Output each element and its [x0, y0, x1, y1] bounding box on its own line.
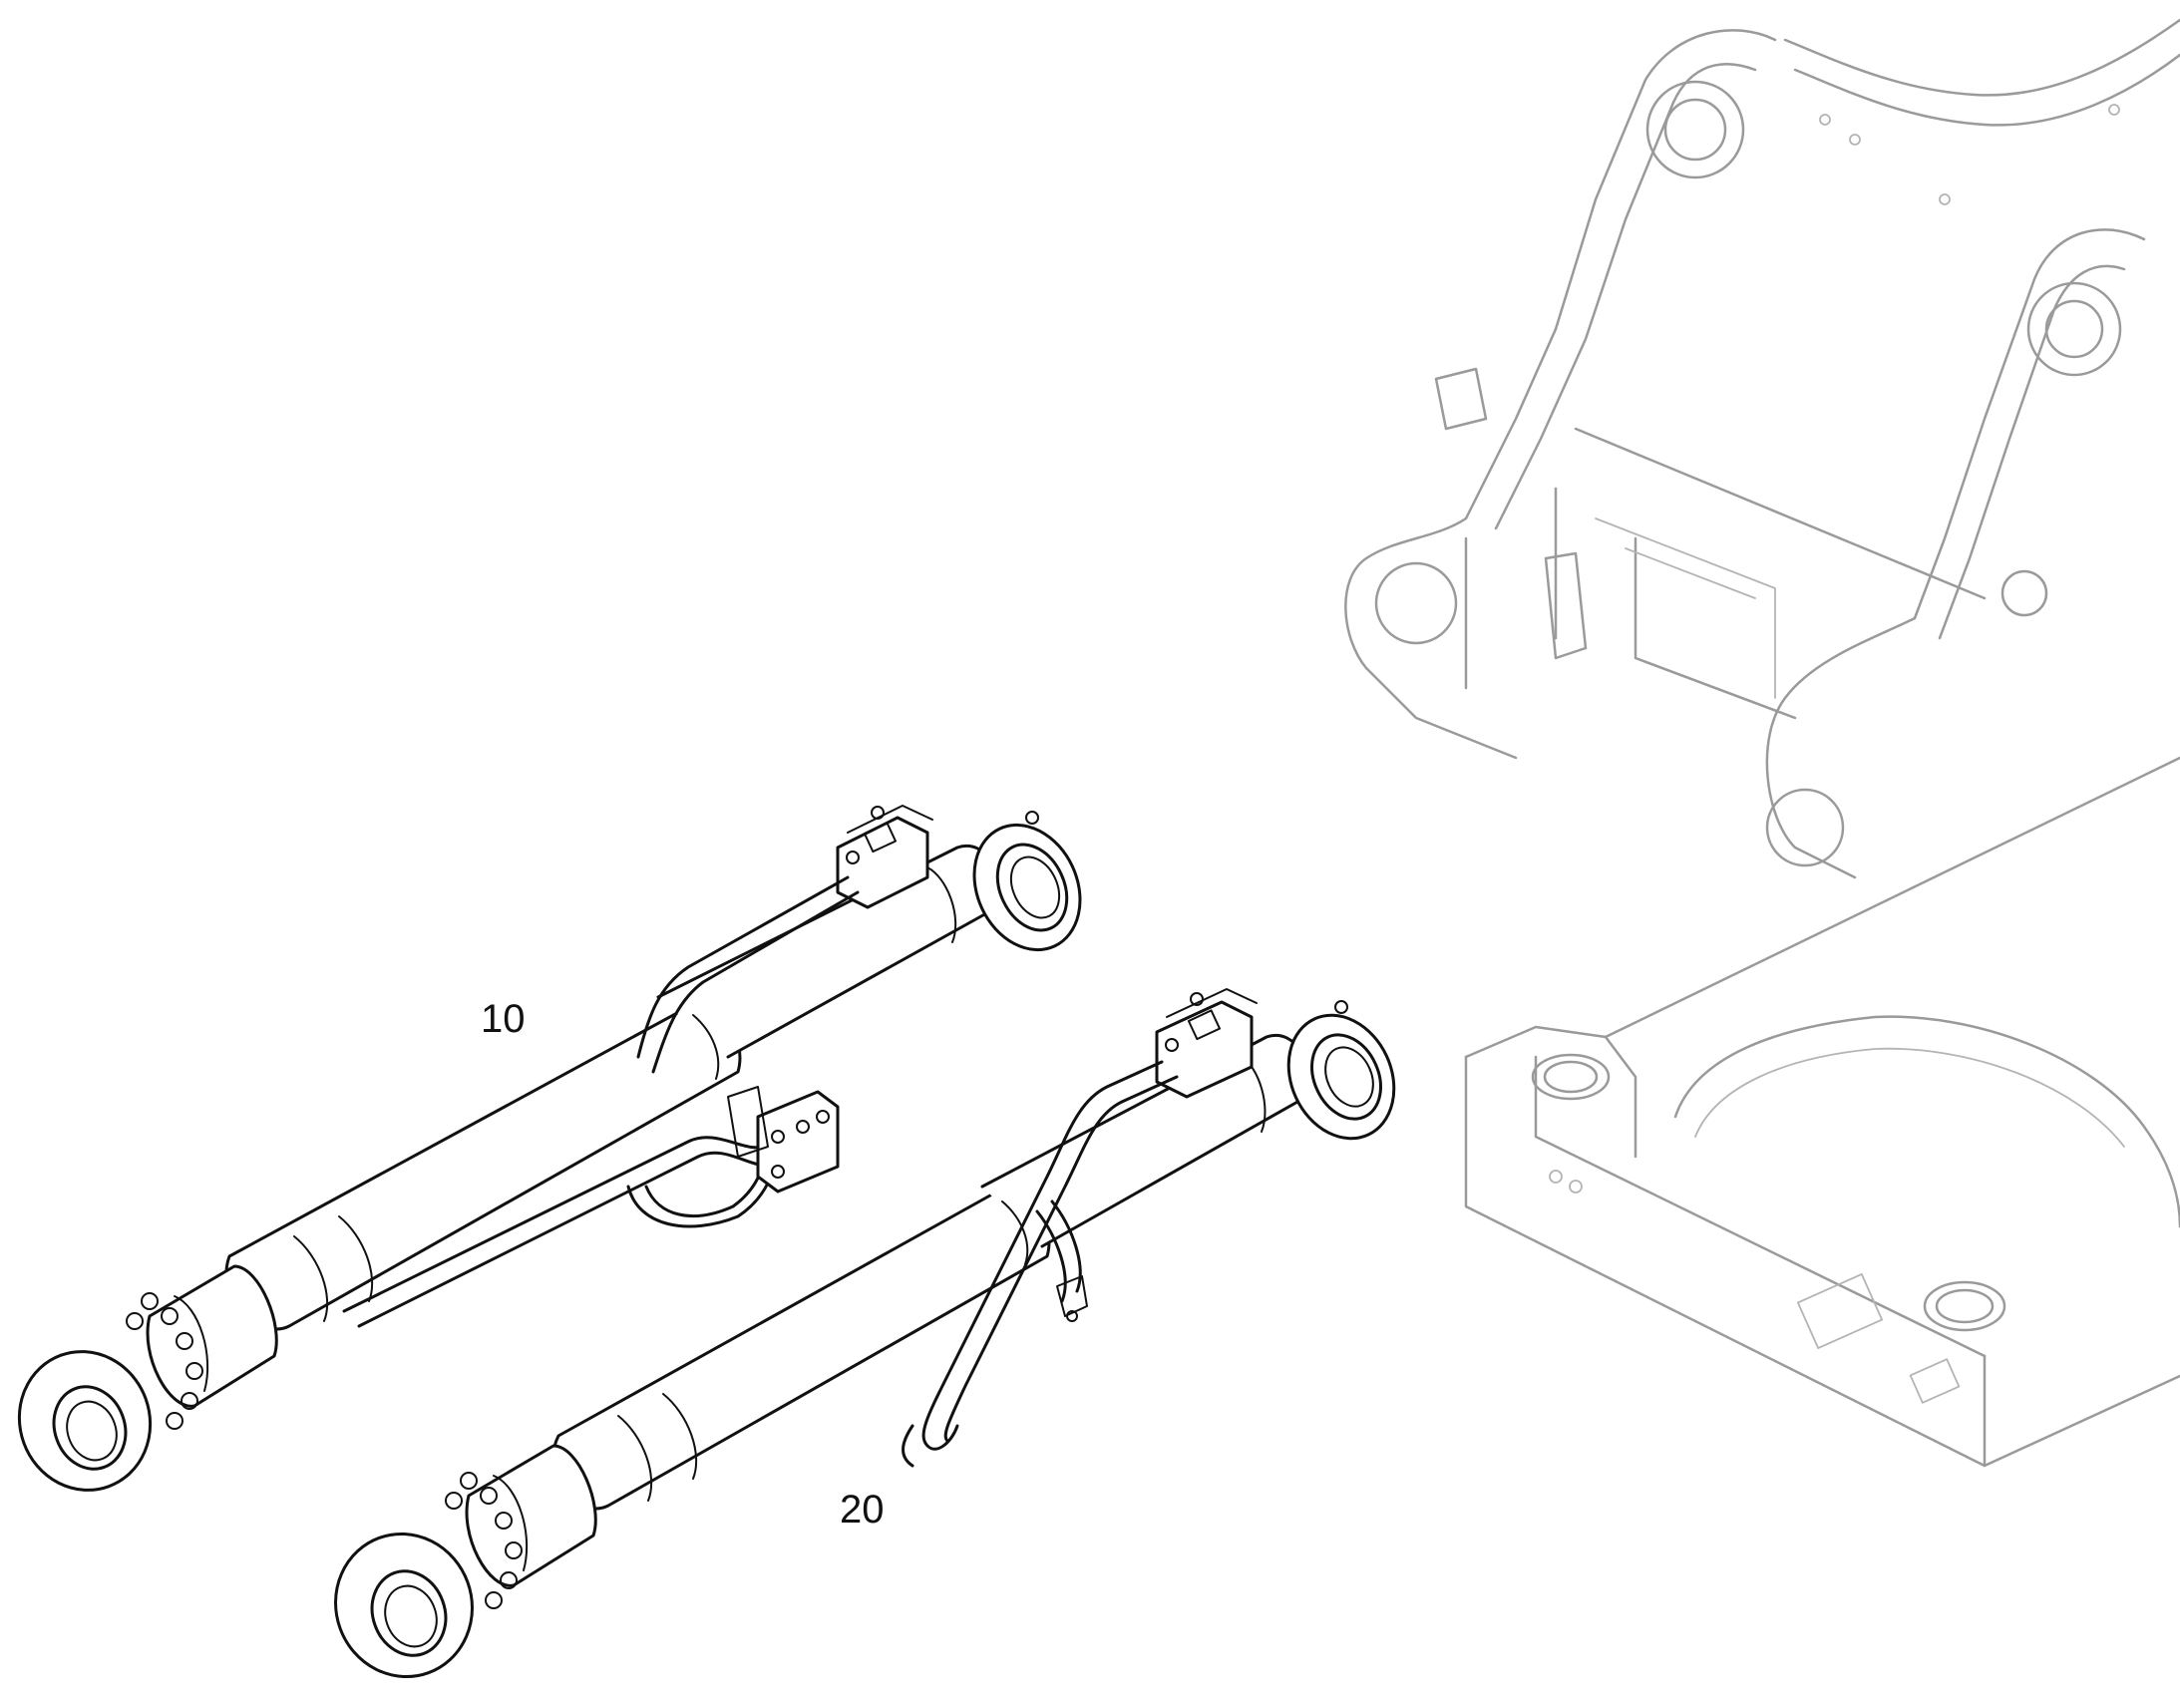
callout-label-20: 20: [840, 1488, 885, 1532]
hydraulic-cylinder-10: [17, 805, 1082, 1492]
callout-label-10: 10: [481, 997, 526, 1041]
hydraulic-cylinder-20: [334, 988, 1396, 1679]
machine-frame-ghost: [1344, 18, 2180, 1468]
